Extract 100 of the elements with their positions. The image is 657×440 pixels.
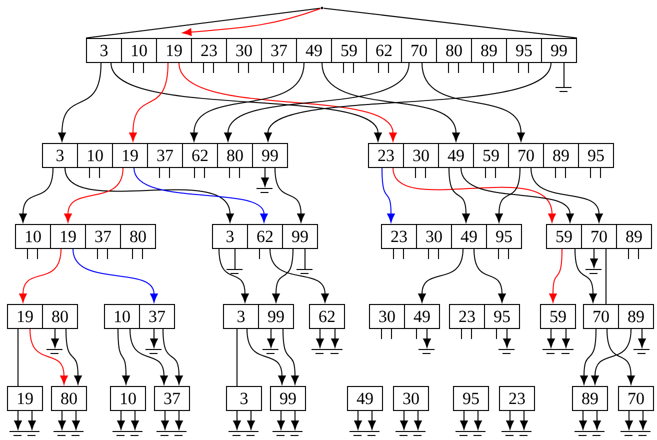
array-cell: 99 [252, 143, 288, 168]
null-pointer [28, 410, 36, 430]
null-pointer [267, 328, 275, 348]
array-cell: 3 [42, 143, 78, 168]
array-cell: 99 [258, 304, 294, 329]
null-pointer [625, 410, 633, 430]
array-cell: 80 [120, 224, 156, 249]
array-cell: 19 [156, 38, 192, 63]
array-cell: 59 [473, 143, 509, 168]
array-cell: 99 [270, 386, 306, 411]
array-cell: 23 [381, 224, 417, 249]
pointer-arrow [178, 62, 397, 142]
pointer-arrow [64, 168, 234, 223]
array-cell: 37 [139, 304, 175, 329]
pointer-arrow [322, 62, 460, 142]
null-pointer [639, 410, 647, 430]
pointer-arrow [549, 248, 562, 303]
array-cell: 80 [436, 38, 472, 63]
null-pointer [233, 410, 241, 430]
pointer-arrow [72, 248, 158, 303]
null-pointer [638, 328, 646, 348]
array-cell: 19 [50, 224, 86, 249]
array-cell: 23 [449, 304, 485, 329]
pointer-arrow [218, 248, 249, 303]
null-pointer [593, 410, 601, 430]
array-cell: 70 [618, 386, 654, 411]
array-cell: 49 [296, 38, 332, 63]
null-pointer [277, 410, 285, 430]
pointer-arrow [110, 62, 382, 142]
pointer-arrow [606, 328, 635, 385]
array-cell: 30 [369, 304, 405, 329]
array-cell: 19 [112, 143, 148, 168]
null-pointer [414, 410, 422, 430]
array-cell: 95 [578, 143, 614, 168]
array-cell: 70 [583, 304, 619, 329]
array-cell: 89 [471, 38, 507, 63]
null-pointer [579, 410, 587, 430]
pointer-arrow [382, 168, 395, 223]
pointer-arrow [272, 248, 294, 303]
array-cell: 10 [104, 304, 140, 329]
pointer-arrow [66, 328, 82, 385]
array-cell: 23 [499, 386, 535, 411]
array-cell: 89 [543, 143, 579, 168]
array-cell: 49 [438, 143, 474, 168]
null-pointer [547, 328, 555, 348]
array-cell: 59 [331, 38, 367, 63]
array-cell: 95 [486, 224, 522, 249]
pointer-arrow [495, 168, 520, 223]
null-pointer [175, 410, 183, 430]
array-cell: 89 [618, 304, 654, 329]
pointer-arrow [30, 328, 68, 385]
pointer-arrow [182, 8, 321, 36]
array-cell: 70 [581, 224, 617, 249]
array-cell: 99 [282, 224, 318, 249]
array-cell: 95 [453, 386, 489, 411]
null-pointer [161, 410, 169, 430]
array-cell: 10 [121, 38, 157, 63]
array-cell: 10 [110, 386, 146, 411]
null-pointer [503, 328, 511, 348]
pointer-arrow [422, 62, 525, 142]
array-cell: 19 [7, 304, 43, 329]
null-pointer [506, 410, 514, 430]
null-pointer [261, 168, 269, 187]
pointer-arrow [392, 168, 556, 223]
null-pointer [14, 410, 22, 430]
array-cell: 37 [261, 38, 297, 63]
pointer-arrow [19, 168, 54, 223]
array-cell: 49 [404, 304, 440, 329]
array-cell: 30 [393, 386, 429, 411]
array-cell: 80 [42, 304, 78, 329]
array-cell: 10 [15, 224, 51, 249]
array-cell: 19 [7, 386, 43, 411]
array-cell: 95 [484, 304, 520, 329]
pointer-arrow [118, 328, 130, 385]
null-pointer [368, 410, 376, 430]
array-cell: 89 [572, 386, 608, 411]
null-pointer [316, 328, 324, 348]
apex-point [320, 6, 324, 10]
array-cell: 37 [147, 143, 183, 168]
pointer-arrow [264, 62, 552, 142]
pointer-arrow [58, 62, 102, 142]
array-cell: 95 [506, 38, 542, 63]
pointer-arrow [530, 168, 603, 223]
null-pointer [247, 410, 255, 430]
array-cell: 59 [540, 304, 576, 329]
null-pointer [520, 410, 528, 430]
array-cell: 10 [77, 143, 113, 168]
null-pointer [150, 328, 158, 348]
null-pointer [51, 328, 59, 348]
pointer-arrow [64, 168, 124, 223]
null-pointer [562, 328, 570, 348]
null-pointer [117, 410, 125, 430]
null-pointer [291, 410, 299, 430]
array-cell: 62 [182, 143, 218, 168]
pointer-arrow [190, 62, 304, 142]
pointer-arrow [129, 62, 168, 142]
null-pointer [423, 328, 431, 348]
pointer-arrow [282, 328, 299, 385]
null-pointer [131, 410, 139, 430]
null-pointer [460, 410, 468, 430]
